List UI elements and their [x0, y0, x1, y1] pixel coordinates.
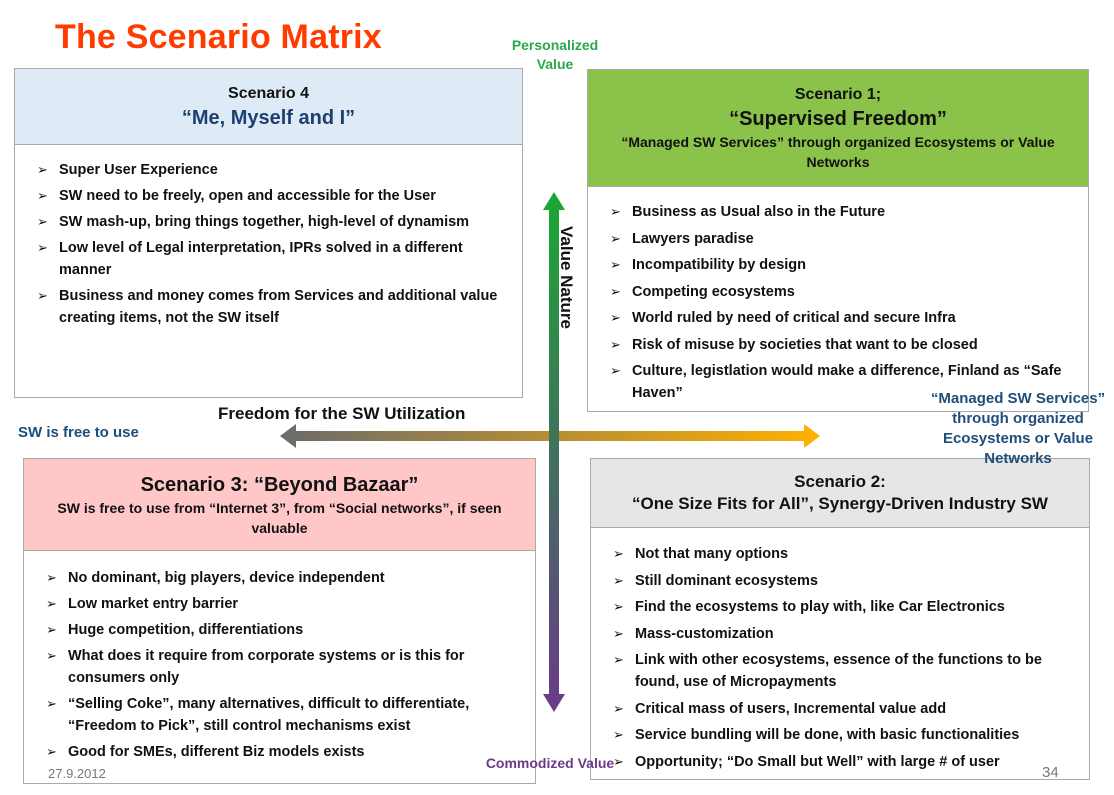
list-item: Critical mass of users, Incremental valu… [613, 698, 1081, 720]
list-item: Incompatibility by design [610, 254, 1078, 276]
scenario-4-box: Scenario 4 “Me, Myself and I” Super User… [14, 68, 523, 398]
scenario-2-header: Scenario 2: “One Size Fits for All”, Syn… [591, 459, 1089, 528]
scenario-1-header: Scenario 1; “Supervised Freedom” “Manage… [588, 70, 1088, 187]
scenario-3-subtitle: SW is free to use from “Internet 3”, fro… [57, 499, 502, 536]
list-item: Service bundling will be done, with basi… [613, 724, 1081, 746]
vertical-axis-title: Value Nature [557, 226, 576, 329]
footer-date: 27.9.2012 [48, 766, 106, 781]
page-number: 34 [1042, 764, 1059, 781]
scenario-1-box: Scenario 1; “Supervised Freedom” “Manage… [587, 69, 1089, 412]
list-item: SW need to be freely, open and accessibl… [37, 185, 512, 207]
list-item: Not that many options [613, 543, 1081, 565]
list-item: World ruled by need of critical and secu… [610, 307, 1078, 329]
scenario-4-label: Scenario 4 [228, 84, 309, 102]
axis-right-label: “Managed SW Services” through organized … [930, 390, 1106, 467]
scenario-2-list: Not that many options Still dominant eco… [591, 528, 1089, 773]
list-item: Culture, legistlation would make a diffe… [610, 360, 1078, 404]
scenario-4-name: “Me, Myself and I” [181, 106, 356, 129]
list-item: Opportunity; “Do Small but Well” with la… [613, 751, 1081, 773]
list-item: No dominant, big players, device indepen… [46, 567, 525, 589]
list-item: Link with other ecosystems, essence of t… [613, 649, 1081, 693]
scenario-3-list: No dominant, big players, device indepen… [24, 551, 535, 763]
horizontal-axis-title: Freedom for the SW Utilization [218, 404, 466, 423]
list-item: Business and money comes from Services a… [37, 285, 512, 329]
list-item: Super User Experience [37, 159, 512, 181]
list-item: Find the ecosystems to play with, like C… [613, 596, 1081, 618]
list-item: “Selling Coke”, many alternatives, diffi… [46, 693, 525, 737]
list-item: What does it require from corporate syst… [46, 645, 525, 689]
scenario-4-list: Super User Experience SW need to be free… [15, 145, 522, 329]
scenario-3-name: Scenario 3: “Beyond Bazaar” [140, 473, 419, 496]
scenario-3-box: Scenario 3: “Beyond Bazaar” SW is free t… [23, 458, 536, 784]
scenario-1-label: Scenario 1; [794, 86, 882, 103]
axis-top-label: Personalized Value [511, 37, 599, 72]
scenario-2-box: Scenario 2: “One Size Fits for All”, Syn… [590, 458, 1090, 780]
list-item: Lawyers paradise [610, 228, 1078, 250]
list-item: Low level of Legal interpretation, IPRs … [37, 237, 512, 281]
list-item: Low market entry barrier [46, 593, 525, 615]
scenario-1-list: Business as Usual also in the Future Law… [588, 187, 1088, 404]
page-title: The Scenario Matrix [55, 18, 382, 56]
list-item: Huge competition, differentiations [46, 619, 525, 641]
list-item: Mass-customization [613, 623, 1081, 645]
scenario-1-subtitle: “Managed SW Services” through organized … [621, 134, 1055, 170]
axis-bottom-label: Commodized Value [485, 755, 615, 771]
list-item: Business as Usual also in the Future [610, 201, 1078, 223]
vertical-arrow [543, 192, 565, 712]
list-item: Still dominant ecosystems [613, 570, 1081, 592]
list-item: Good for SMEs, different Biz models exis… [46, 741, 525, 763]
list-item: Risk of misuse by societies that want to… [610, 334, 1078, 356]
axis-left-label: SW is free to use [18, 424, 139, 441]
scenario-2-name: “One Size Fits for All”, Synergy-Driven … [632, 494, 1048, 513]
scenario-3-header: Scenario 3: “Beyond Bazaar” SW is free t… [24, 459, 535, 551]
list-item: SW mash-up, bring things together, high-… [37, 211, 512, 233]
scenario-4-header: Scenario 4 “Me, Myself and I” [15, 69, 522, 145]
scenario-2-label: Scenario 2: [794, 472, 886, 491]
scenario-1-name: “Supervised Freedom” [729, 108, 947, 130]
list-item: Competing ecosystems [610, 281, 1078, 303]
